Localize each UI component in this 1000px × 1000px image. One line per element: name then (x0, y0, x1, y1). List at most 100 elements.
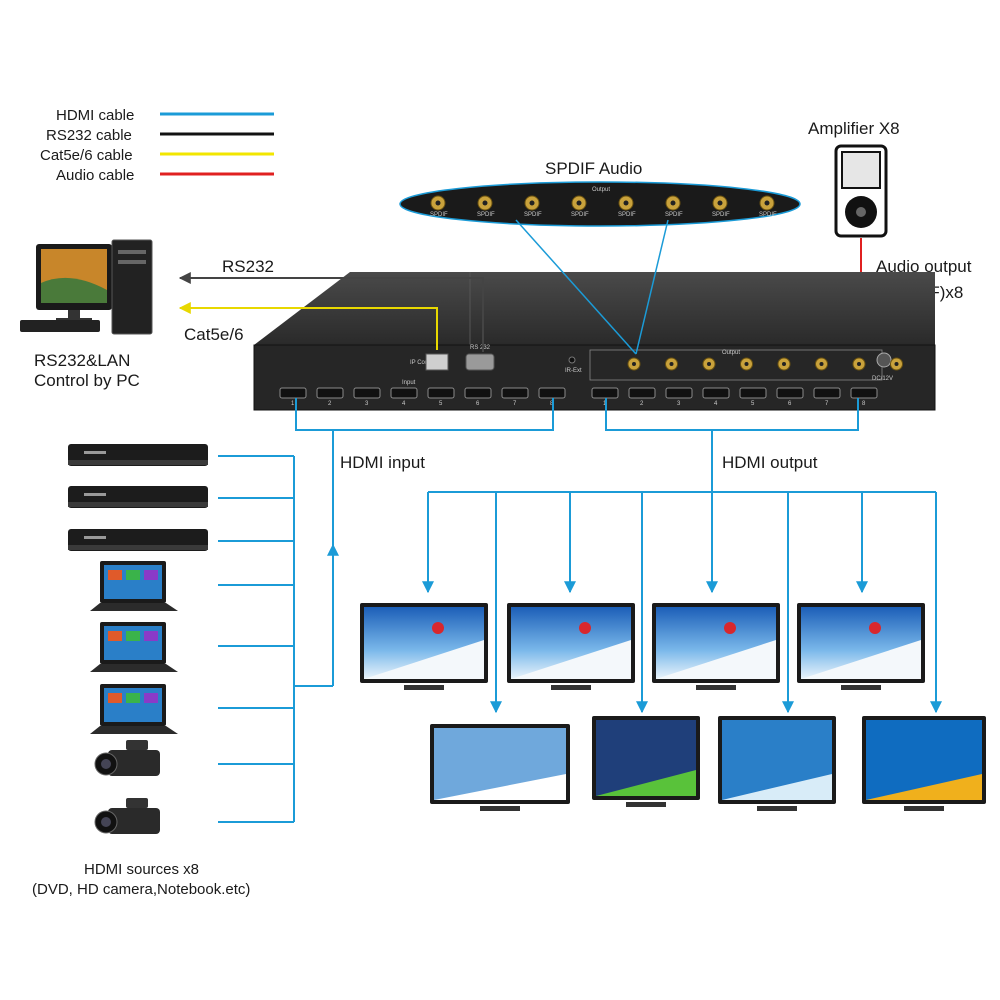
port-number: 2 (640, 401, 644, 407)
tv-display-icon (718, 716, 836, 811)
hdmi-input-label: HDMI input (340, 453, 425, 472)
spdif-jack-icon: SPDIF (759, 195, 777, 218)
spdif-output-jack-icon (815, 357, 828, 371)
spdif-jack-label: SPDIF (712, 212, 730, 218)
port-number: 6 (788, 401, 792, 407)
hdmi-input-port-icon: 1 (279, 387, 307, 407)
display-row-front (360, 603, 925, 690)
hdmi-output-port-icon: 6 (776, 387, 804, 407)
port-number: 3 (365, 401, 369, 407)
port-number: 4 (714, 401, 718, 407)
ir-ext-label: IR-Ext (565, 368, 582, 374)
spdif-output-jack-icon (777, 357, 791, 371)
legend-item-audio: Audio cable (56, 167, 274, 184)
dvd-player-icon (68, 444, 208, 466)
strip-output-label: Output (592, 187, 610, 193)
rs232-line-label: RS232 (222, 257, 274, 276)
spdif-jack-icon: SPDIF (477, 195, 495, 218)
hdmi-input-port-icon: 4 (390, 387, 418, 407)
sources-types-label: (DVD, HD camera,Notebook.etc) (32, 881, 250, 898)
tv-display-icon (797, 603, 925, 690)
spdif-output-jack-icon (702, 357, 716, 371)
spdif-jack-icon: SPDIF (571, 195, 589, 218)
spdif-jack-label: SPDIF (524, 212, 542, 218)
spdif-jack-label: SPDIF (759, 212, 777, 218)
pc-control-label: RS232&LAN (34, 351, 130, 370)
port-number: 4 (402, 401, 406, 407)
spdif-jack-icon: SPDIF (430, 195, 448, 218)
hdmi-input-port-icon: 7 (501, 387, 529, 407)
laptop-icon (90, 622, 178, 672)
spdif-jack-label: SPDIF (430, 212, 448, 218)
hdmi-input-port-icon: 5 (427, 387, 455, 407)
legend-label: Cat5e/6 cable (40, 147, 133, 164)
dvd-player-icon (68, 486, 208, 508)
spdif-output-jack-icon (890, 357, 903, 371)
audio-output-label: Audio output (876, 257, 972, 276)
spdif-jack-icon: SPDIF (712, 195, 730, 218)
spdif-jack-icon: SPDIF (665, 195, 683, 218)
hdmi-output-port-icon: 4 (702, 387, 730, 407)
spdif-jack-label: SPDIF (665, 212, 683, 218)
tv-display-icon (507, 603, 635, 690)
spdif-output-jack-icon (665, 357, 678, 371)
cat5e-line-label: Cat5e/6 (184, 325, 244, 344)
port-number: 8 (862, 401, 866, 407)
hdmi-matrix-switcher: IP Control RS 232 IR-Ext Output Input DC… (253, 272, 936, 411)
legend: HDMI cable RS232 cable Cat5e/6 cable Aud… (40, 107, 274, 184)
spdif-jack-icon: SPDIF (618, 195, 636, 218)
tv-display-icon (592, 716, 700, 807)
hdmi-output-port-icon: 2 (628, 387, 656, 407)
hdmi-output-wiring (428, 398, 936, 493)
laptop-icon (90, 684, 178, 734)
lan-port-icon (425, 353, 449, 371)
legend-item-cat5e: Cat5e/6 cable (40, 147, 274, 164)
port-number: 5 (751, 401, 755, 407)
hdmi-input-port-icon: 3 (353, 387, 381, 407)
port-number: 3 (677, 401, 681, 407)
hdmi-output-port-icon: 5 (739, 387, 767, 407)
camcorder-icon (94, 740, 160, 776)
hdmi-output-label: HDMI output (722, 453, 818, 472)
rs232-port-label: RS 232 (470, 345, 491, 351)
port-number: 5 (439, 401, 443, 407)
legend-item-hdmi: HDMI cable (56, 107, 274, 124)
hdmi-sources (68, 444, 208, 834)
tv-display-icon (862, 716, 986, 811)
camcorder-icon (94, 798, 160, 834)
legend-label: HDMI cable (56, 107, 134, 124)
spdif-audio-label: SPDIF Audio (545, 159, 642, 178)
hdmi-output-port-icon: 3 (665, 387, 693, 407)
hdmi-output-port-icon: 7 (813, 387, 841, 407)
spdif-output-jack-icon (852, 357, 866, 371)
spdif-output-jack-icon (627, 357, 641, 371)
output-label: Output (722, 350, 740, 356)
legend-label: RS232 cable (46, 127, 132, 144)
serial-port-icon (465, 353, 495, 371)
spdif-jack-label: SPDIF (477, 212, 495, 218)
spdif-jack-icon: SPDIF (524, 195, 542, 218)
ip-control-label: IP Control (410, 360, 437, 366)
media-player-icon (834, 144, 888, 238)
port-number: 1 (291, 401, 295, 407)
amplifier-label: Amplifier X8 (808, 119, 900, 138)
port-number: 7 (825, 401, 829, 407)
legend-label: Audio cable (56, 167, 134, 184)
pc-control-label-2: Control by PC (34, 371, 140, 390)
hdmi-input-wiring (218, 398, 554, 823)
tv-display-icon (652, 603, 780, 690)
tv-display-icon (360, 603, 488, 690)
spdif-jack-label: SPDIF (618, 212, 636, 218)
spdif-output-jack-icon (740, 357, 753, 371)
laptop-icon (90, 561, 178, 611)
tv-display-icon (430, 724, 570, 811)
input-label: Input (402, 380, 416, 386)
desktop-computer-icon (20, 239, 153, 335)
dc-power-label: DC/12V (872, 376, 893, 382)
sources-count-label: HDMI sources x8 (84, 861, 199, 878)
spdif-jack-label: SPDIF (571, 212, 589, 218)
port-number: 2 (328, 401, 332, 407)
hdmi-output-port-icon: 8 (850, 387, 878, 407)
hdmi-input-port-icon: 2 (316, 387, 344, 407)
